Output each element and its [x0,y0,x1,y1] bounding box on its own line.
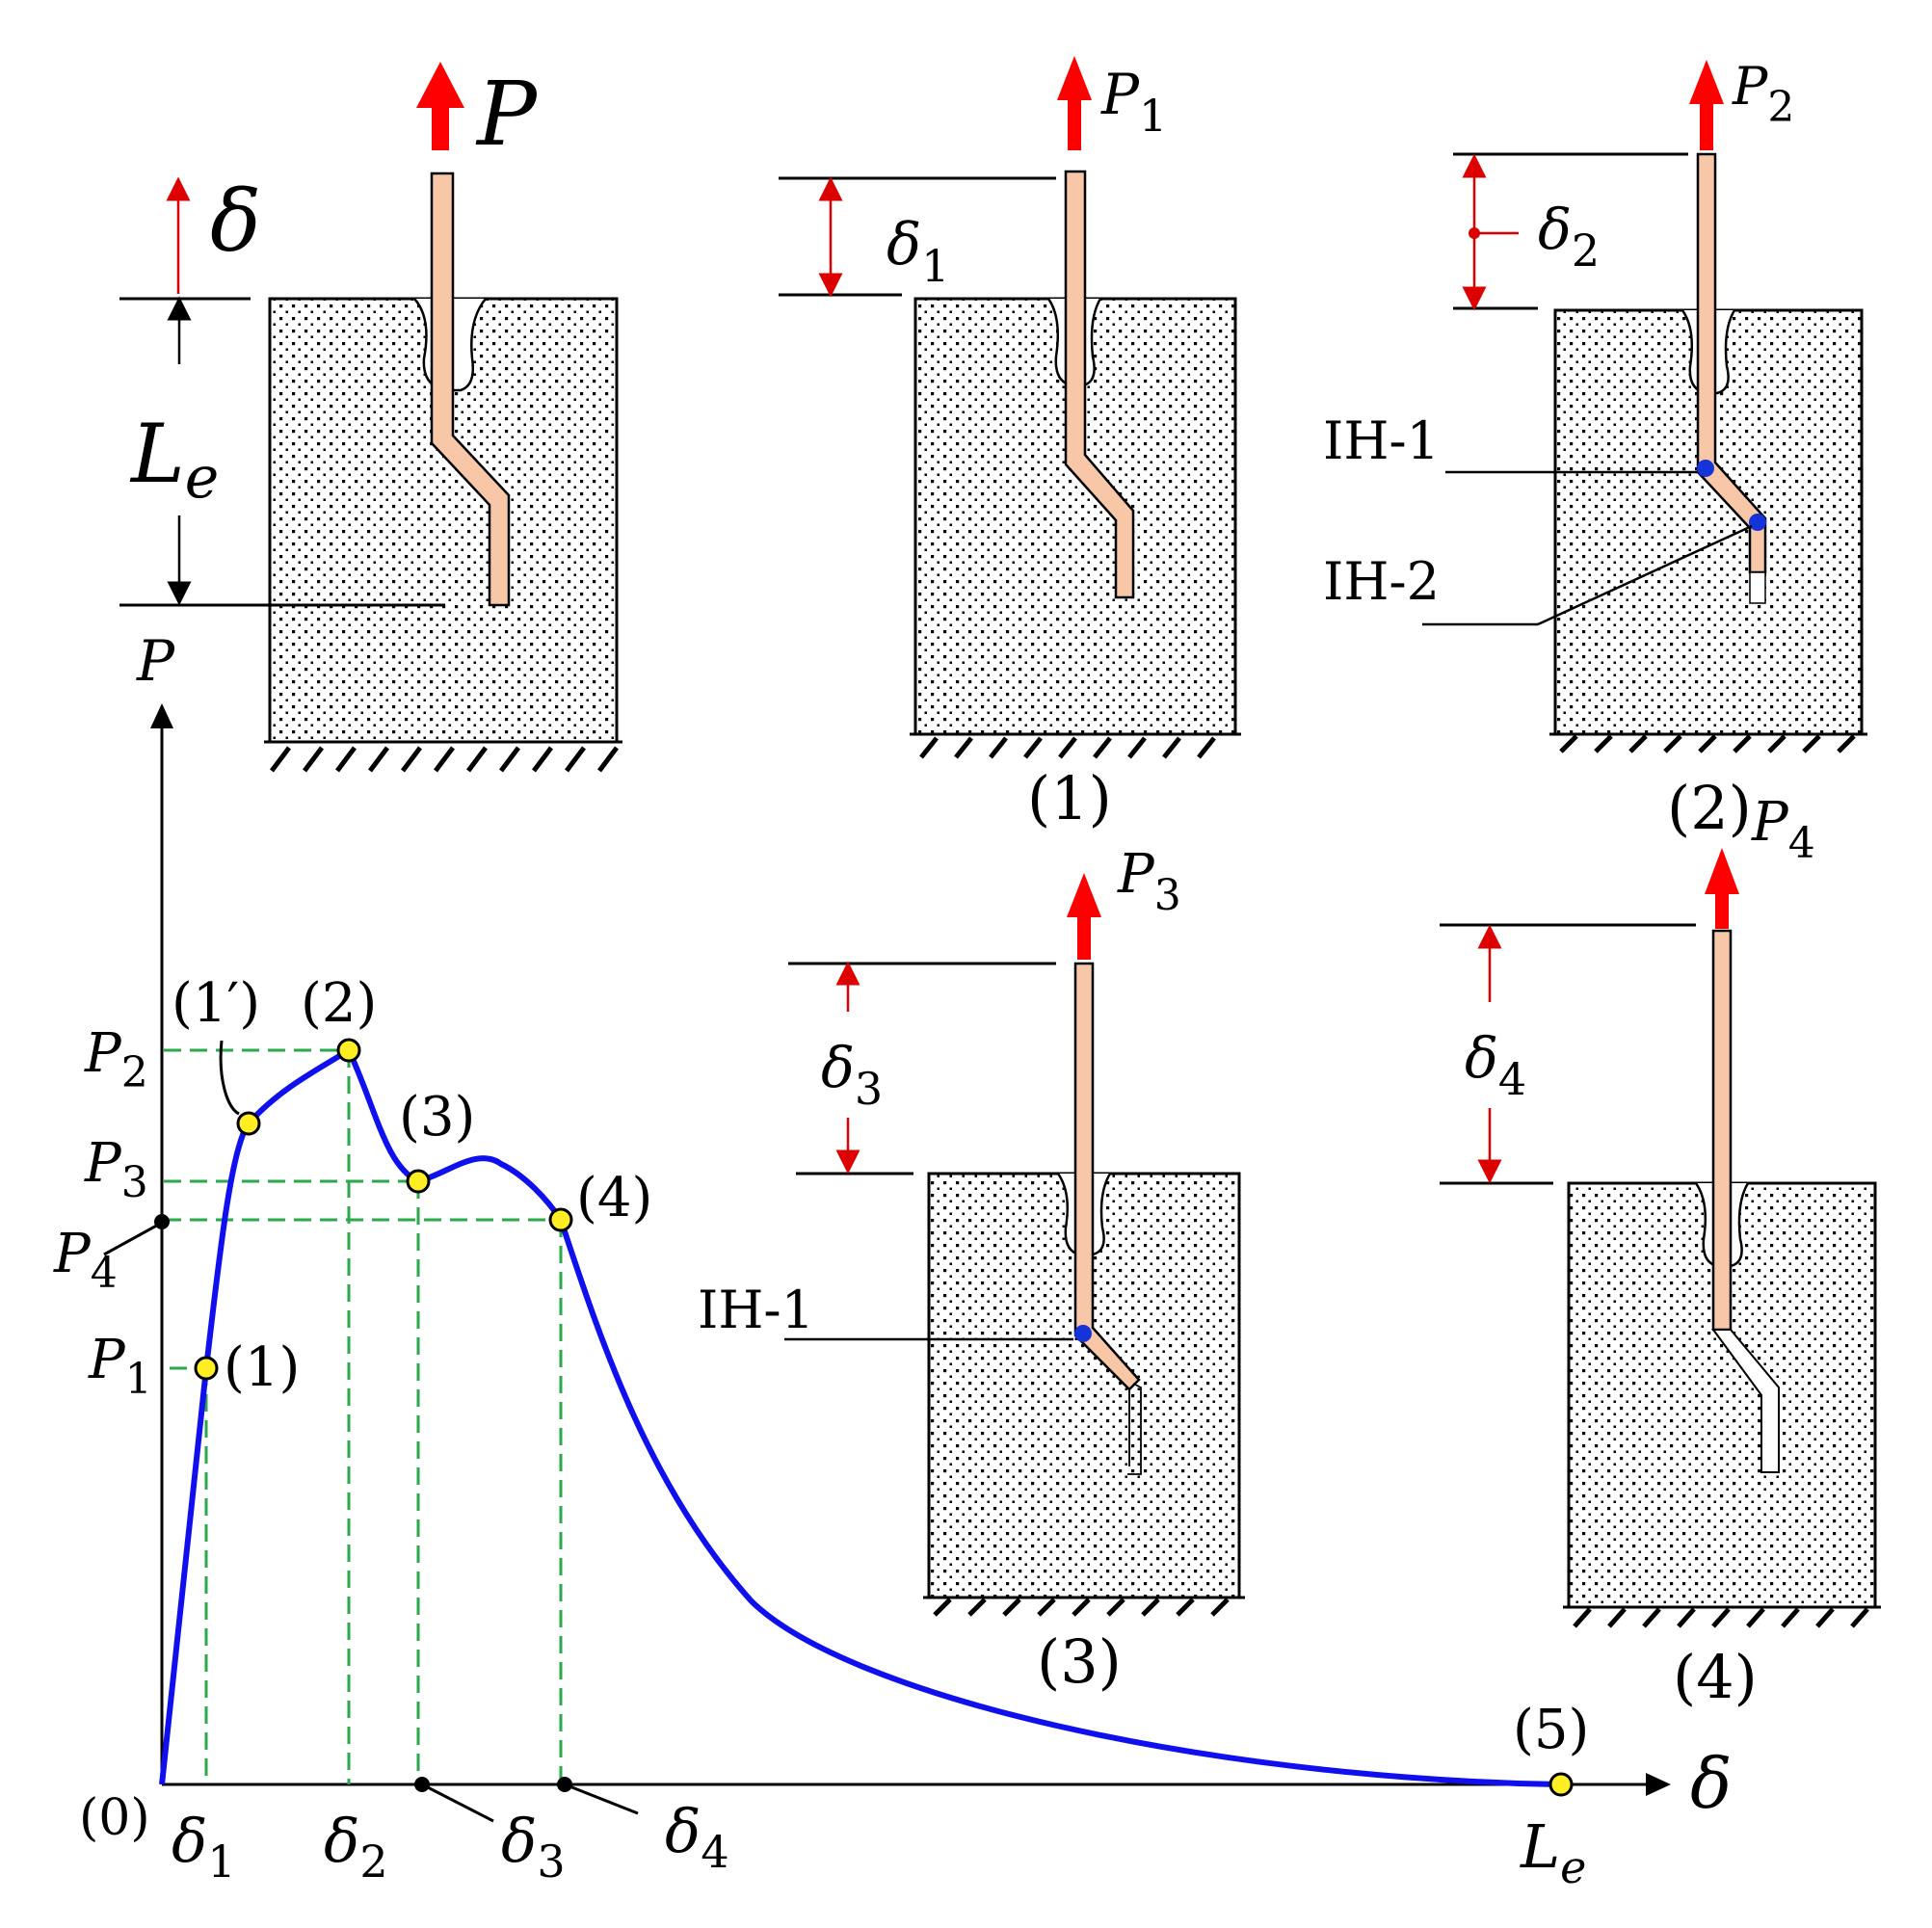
ground-hatch [910,732,1241,759]
force-arrow-head [1705,848,1739,894]
point-label-2: (2) [301,972,377,1035]
force-label: P3 [1117,843,1181,920]
load-slip-graph: P δ (0) [53,628,1732,1893]
stage-label: (3) [1037,1626,1122,1697]
d3-leader [421,1783,494,1823]
disp-label: δ1 [887,211,949,292]
disp-label: δ3 [821,1035,883,1115]
p4-leader [103,1222,161,1256]
specimen-stage-2: P2 δ2 IH-1 IH-2 (2) [1323,56,1867,843]
specimen-stage-4: P4 δ4 (4) [1440,791,1881,1712]
disp-label: δ2 [1538,197,1600,277]
point-label-3: (3) [399,1086,475,1149]
y-tick-p4: P4 [53,1223,118,1298]
marker-5 [1548,1772,1574,1797]
bent-bar [430,172,511,607]
load-slip-curve [159,1045,1562,1787]
ih1-label: IH-1 [698,1280,814,1340]
marker-2 [336,1038,361,1063]
hinge-1 [1697,460,1714,477]
y-axis-arrowhead [150,703,173,728]
guide-lines [164,1048,563,1784]
marker-4 [548,1207,573,1232]
curve-markers [194,1038,1574,1797]
specimen-main: P δ Le [119,62,622,773]
x-tick-d4: δ4 [665,1796,729,1878]
force-label: P [475,63,539,166]
x-axis-arrowhead [1646,1773,1671,1796]
y-tick-p1: P1 [88,1329,152,1404]
point-label-1: (1) [224,1336,300,1399]
disp-dot [1469,227,1480,239]
x-tick-d1: δ1 [172,1806,236,1888]
straight-bar [1711,929,1733,1332]
origin-label: (0) [79,1789,150,1847]
ih2-label: IH-2 [1323,551,1440,612]
stage-label: (2) [1667,773,1752,843]
force-label: P1 [1100,62,1167,142]
force-arrow-shaft [1068,96,1081,150]
y-axis-label: P [136,628,175,694]
disp-label: δ [210,172,261,271]
marker-1-prime [236,1111,261,1136]
x-axis-label: δ [1690,1743,1732,1824]
specimen-stage-3: P3 δ3 IH-1 (3) [698,843,1245,1697]
point-label-5: (5) [1513,1699,1589,1761]
ground-hatch [1549,732,1867,753]
force-arrow-shaft [1077,913,1091,960]
stage-label: (4) [1673,1642,1758,1712]
point-label-4: (4) [576,1167,652,1229]
disp-label: δ4 [1465,1025,1526,1105]
point-label-1-prime: (1′) [172,972,260,1035]
d4-leader [564,1783,639,1815]
ground-hatch [923,1596,1245,1617]
specimen-stage-1: P1 δ1 (1) [779,56,1241,833]
force-arrow-head [1689,60,1724,104]
force-arrow-head [1067,873,1101,917]
hinge-2 [1749,514,1766,531]
ih2-leader-diag [1537,524,1753,626]
x-tick-d2: δ2 [324,1806,388,1888]
x-tick-le: Le [1520,1811,1586,1893]
marker-1-prime-leader [219,1040,240,1116]
force-arrow-head [1057,56,1092,100]
x-tick-d3: δ3 [501,1806,566,1888]
y-tick-p3: P3 [84,1132,148,1207]
bent-bar [1064,170,1135,599]
force-arrow-shaft [1700,100,1713,150]
ih1-label: IH-1 [1323,410,1440,471]
ground-hatch [1563,1605,1881,1628]
y-tick-p2: P2 [84,1022,148,1097]
force-label: P2 [1732,56,1794,132]
stage-label: (1) [1027,763,1112,833]
marker-1 [194,1356,219,1381]
pulled-out-ghost [1749,571,1766,604]
hinge-1 [1074,1325,1092,1342]
force-arrow-shaft [432,104,449,150]
pulled-out-ghost [1127,1383,1142,1475]
marker-3 [406,1169,431,1194]
ground-hatch [264,740,622,773]
force-label: P4 [1751,791,1815,868]
pulled-out-ghost [1711,1329,1780,1473]
length-label: Le [129,407,219,512]
force-arrow-shaft [1715,890,1729,929]
force-arrow-head [416,62,464,108]
